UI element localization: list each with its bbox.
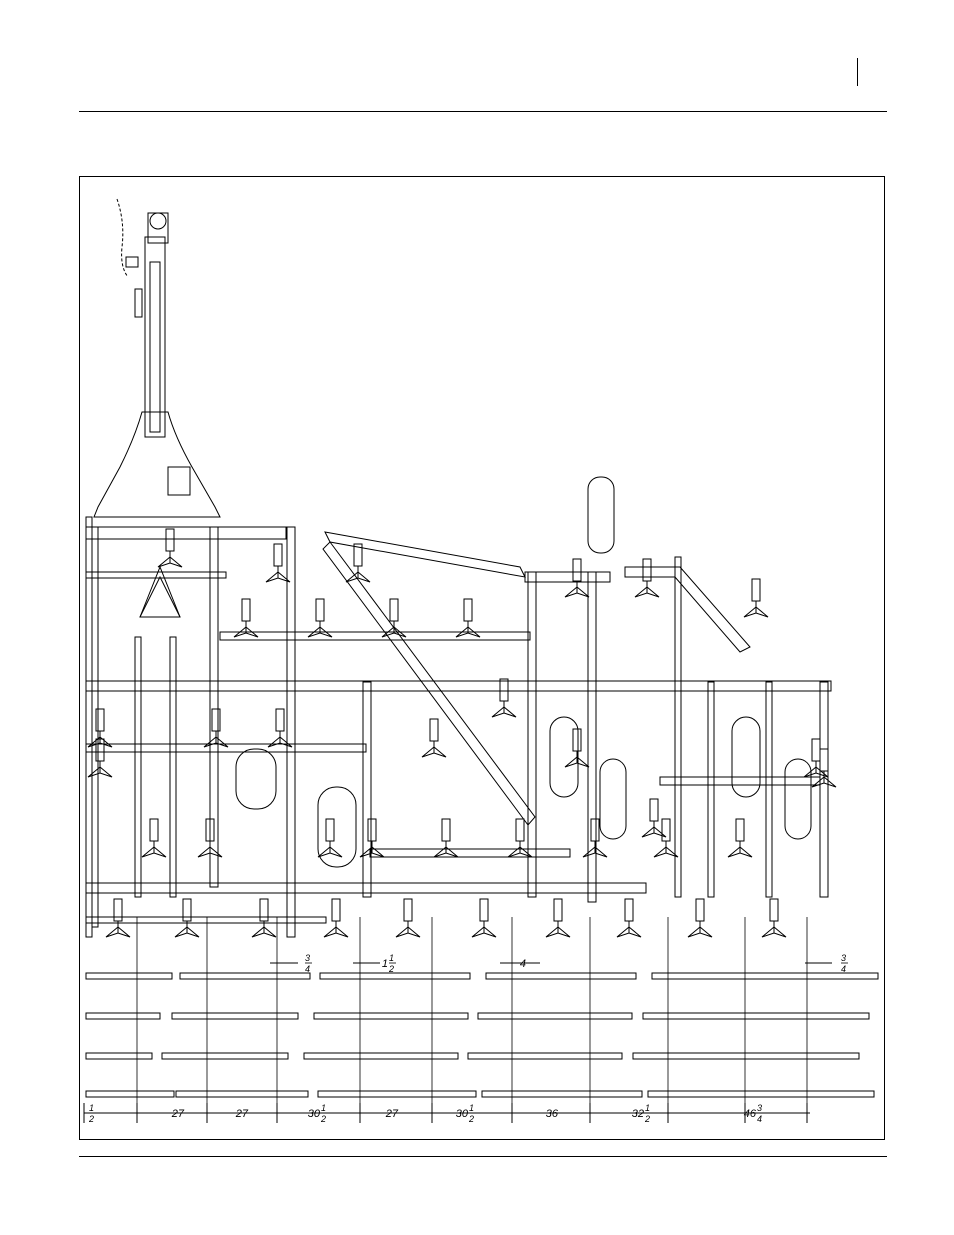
dimension-label-d6: 36 (546, 1108, 559, 1120)
shank-sweep (422, 719, 446, 757)
svg-text:4: 4 (305, 964, 310, 974)
frame-uprights (86, 517, 828, 937)
hitch-tongue (94, 199, 220, 517)
shank-sweep (617, 899, 641, 937)
svg-text:4: 4 (520, 958, 526, 970)
sweep-bars (86, 973, 878, 1097)
svg-text:3: 3 (305, 953, 310, 963)
footer-rule (79, 1156, 887, 1157)
shank-sweep (472, 899, 496, 937)
svg-text:2: 2 (88, 1114, 94, 1124)
frame-rails (86, 527, 831, 923)
svg-text:30: 30 (456, 1108, 469, 1120)
svg-text:3: 3 (841, 953, 846, 963)
dimension-label-d4: 27 (385, 1108, 399, 1120)
dimension-label-d2: 27 (235, 1108, 249, 1120)
shank-sweep (204, 709, 228, 747)
shank-sweep (175, 899, 199, 937)
svg-text:1: 1 (389, 953, 394, 963)
shank-sweep (744, 579, 768, 617)
shank-projection-lines (137, 917, 807, 1107)
svg-text:4: 4 (841, 964, 846, 974)
dimension-label-u2: 4 (520, 958, 526, 970)
shank-sweep (456, 599, 480, 637)
dimension-label-u3: 34 (841, 953, 848, 974)
shank-sweep (346, 544, 370, 582)
shank-sweep (268, 709, 292, 747)
svg-text:27: 27 (171, 1108, 185, 1120)
dimension-label-u0: 34 (305, 953, 312, 974)
svg-text:2: 2 (320, 1114, 326, 1124)
shank-sweep (565, 729, 589, 767)
svg-text:32: 32 (632, 1108, 644, 1120)
shank-sweep (158, 529, 182, 567)
shank-sweep (396, 899, 420, 937)
bottom-dimension-line (84, 1103, 810, 1123)
shank-sweep (546, 899, 570, 937)
header-page-tick (857, 58, 858, 86)
svg-text:3: 3 (757, 1103, 762, 1113)
shank-sweep (382, 599, 406, 637)
svg-text:1: 1 (382, 958, 388, 970)
transport-wheels (236, 477, 811, 867)
svg-text:1: 1 (645, 1103, 650, 1113)
svg-text:2: 2 (644, 1114, 650, 1124)
svg-text:1: 1 (89, 1103, 94, 1113)
shank-sweep (688, 899, 712, 937)
shank-sweep (266, 544, 290, 582)
shank-sweep (360, 819, 384, 857)
shank-sweep (583, 819, 607, 857)
shank-sweep (762, 899, 786, 937)
shank-sweep (106, 899, 130, 937)
diagonal-braces (140, 532, 750, 825)
svg-text:36: 36 (546, 1108, 559, 1120)
svg-text:1: 1 (321, 1103, 326, 1113)
svg-text:27: 27 (235, 1108, 249, 1120)
shank-sweep (308, 599, 332, 637)
svg-text:2: 2 (388, 964, 394, 974)
svg-text:30: 30 (308, 1108, 321, 1120)
header-rule (79, 111, 887, 112)
svg-text:27: 27 (385, 1108, 399, 1120)
shank-sweep (434, 819, 458, 857)
shank-sweep (234, 599, 258, 637)
svg-text:4: 4 (757, 1114, 762, 1124)
shank-sweep (565, 559, 589, 597)
shank-sweep (318, 819, 342, 857)
shanks (88, 529, 836, 937)
shank-sweep (324, 899, 348, 937)
svg-text:2: 2 (468, 1114, 474, 1124)
shank-sweep (142, 819, 166, 857)
shank-sweep (492, 679, 516, 717)
shank-sweep (252, 899, 276, 937)
dimension-label-d1: 27 (171, 1108, 185, 1120)
svg-text:1: 1 (469, 1103, 474, 1113)
shank-sweep (654, 819, 678, 857)
shank-sweep (635, 559, 659, 597)
shank-sweep (728, 819, 752, 857)
svg-text:46: 46 (744, 1108, 757, 1120)
